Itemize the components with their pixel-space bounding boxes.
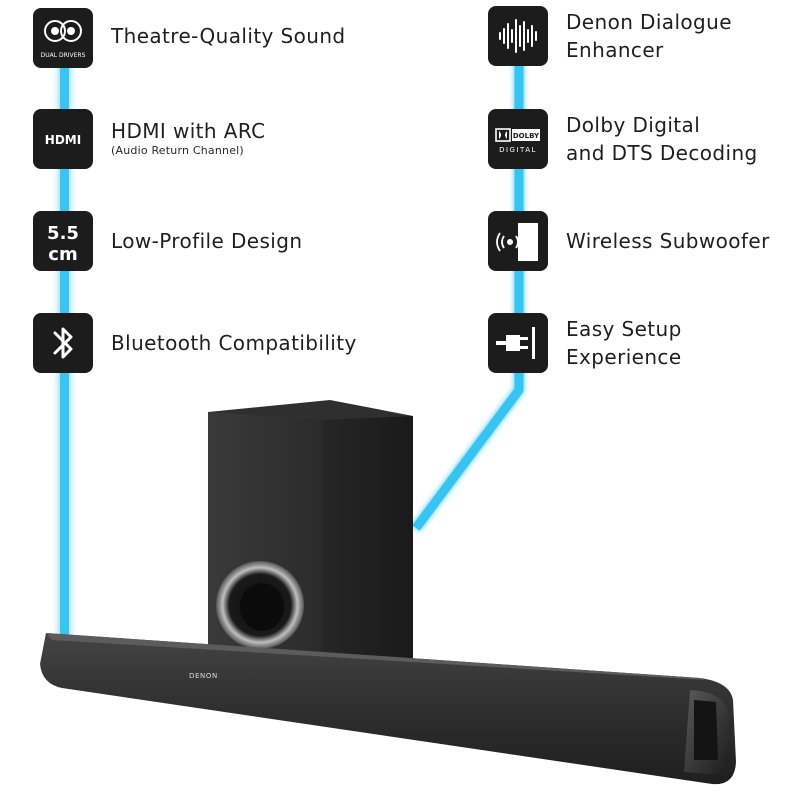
feature-label: Bluetooth Compatibility	[111, 329, 371, 357]
feature-title-line1: Easy Setup	[566, 317, 682, 341]
feature-subtitle: (Audio Return Channel)	[111, 144, 244, 157]
feature-hdmi-arc: HDMI HDMI with ARC (Audio Return Channel…	[33, 109, 373, 171]
height-value-text: 5.5	[47, 223, 79, 244]
feature-title: Bluetooth Compatibility	[111, 331, 357, 355]
feature-title: Theatre-Quality Sound	[111, 24, 346, 48]
feature-label: Dolby Digital and DTS Decoding	[566, 111, 800, 167]
hdmi-icon-text: HDMI	[45, 133, 81, 147]
feature-low-profile: 5.5 cm Low-Profile Design	[33, 211, 373, 273]
feature-label: Denon Dialogue Enhancer	[566, 8, 800, 64]
dolby-digital-icon: DOLBY DIGITAL	[488, 109, 548, 169]
height-icon: 5.5 cm	[33, 211, 93, 271]
feature-wireless-subwoofer: Wireless Subwoofer	[488, 211, 788, 273]
waveform-icon	[488, 6, 548, 66]
wireless-subwoofer-icon	[488, 211, 548, 271]
feature-title: Low-Profile Design	[111, 229, 303, 253]
feature-label: HDMI with ARC (Audio Return Channel)	[111, 117, 371, 157]
dual-drivers-icon: DUAL DRIVERS	[33, 8, 93, 68]
feature-dialogue-enhancer: Denon Dialogue Enhancer	[488, 6, 788, 68]
plug-icon	[488, 313, 548, 373]
feature-label: Theatre-Quality Sound	[111, 22, 371, 50]
feature-label: Easy Setup Experience	[566, 315, 800, 371]
feature-dolby-dts: DOLBY DIGITAL Dolby Digital and DTS Deco…	[488, 109, 788, 171]
dual-drivers-icon-text: DUAL DRIVERS	[41, 52, 86, 59]
feature-title-line1: Denon Dialogue	[566, 10, 732, 34]
feature-title-line1: Wireless Subwoofer	[566, 229, 770, 253]
digital-icon-text: DIGITAL	[499, 146, 537, 154]
height-unit-text: cm	[48, 244, 77, 265]
soundbar-brand-logo: DENON	[189, 672, 218, 680]
dolby-icon-text: DOLBY	[513, 132, 540, 140]
feature-title-line2: Enhancer	[566, 38, 664, 62]
feature-bluetooth: Bluetooth Compatibility	[33, 313, 373, 375]
feature-title-line2: Experience	[566, 345, 682, 369]
feature-label: Low-Profile Design	[111, 227, 371, 255]
feature-title-line2: and DTS Decoding	[566, 141, 758, 165]
feature-theatre-sound: DUAL DRIVERS Theatre-Quality Sound	[33, 8, 373, 70]
feature-easy-setup: Easy Setup Experience	[488, 313, 788, 375]
bluetooth-icon	[33, 313, 93, 373]
hdmi-icon: HDMI	[33, 109, 93, 169]
feature-title-line1: Dolby Digital	[566, 113, 701, 137]
feature-title: HDMI with ARC	[111, 119, 266, 143]
feature-label: Wireless Subwoofer	[566, 227, 800, 255]
